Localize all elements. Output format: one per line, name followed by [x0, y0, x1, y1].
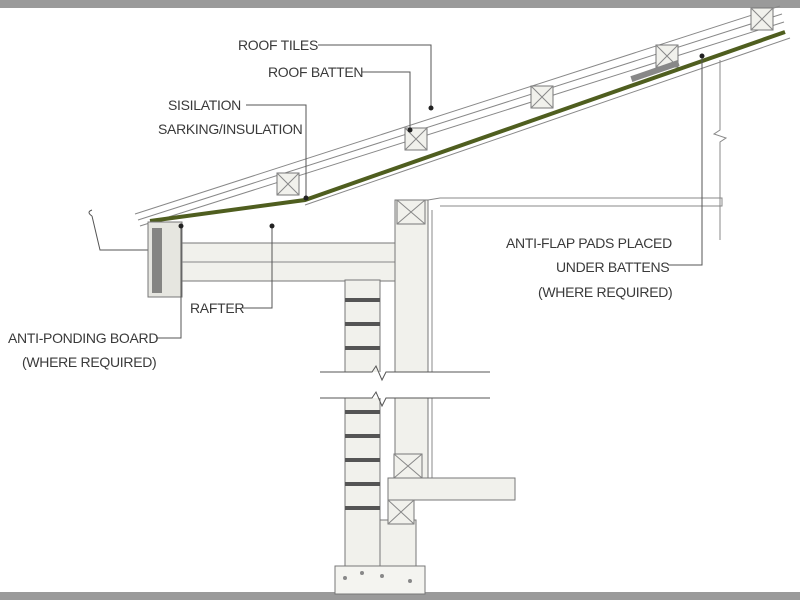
- label-anti-flap-pads: ANTI-FLAP PADS PLACED: [506, 235, 672, 251]
- label-rafter: RAFTER: [190, 300, 244, 316]
- label-roof-tiles: ROOF TILES: [238, 37, 318, 53]
- label-anti-ponding-board: ANTI-PONDING BOARD: [8, 330, 158, 346]
- roof-tiles: [134, 5, 785, 227]
- fascia-bracket: [152, 228, 162, 293]
- label-anti-flap-note: (WHERE REQUIRED): [538, 284, 672, 300]
- label-sarking-insulation: SARKING/INSULATION: [158, 121, 302, 137]
- gutter: [88, 209, 151, 251]
- label-sisilation: SISILATION: [168, 97, 241, 113]
- label-under-battens: UNDER BATTENS: [556, 259, 669, 275]
- top-border: [0, 0, 800, 8]
- leader-lines: [156, 44, 705, 339]
- anti-flap-pad: [630, 60, 680, 82]
- ceiling-lining: [427, 197, 723, 207]
- rafter-top-line: [304, 37, 791, 206]
- wall-stud: [394, 199, 429, 481]
- break-line-bottom: [320, 390, 490, 408]
- floor-slab: [387, 477, 516, 501]
- break-gap: [318, 372, 493, 398]
- roof-battens: [276, 7, 774, 196]
- break-line-top: [320, 364, 490, 382]
- break-line-vertical: [712, 60, 728, 240]
- label-anti-ponding-note: (WHERE REQUIRED): [22, 354, 156, 370]
- bottom-border: [0, 592, 800, 600]
- brick-wall: [344, 279, 417, 571]
- label-roof-batten: ROOF BATTEN: [268, 64, 363, 80]
